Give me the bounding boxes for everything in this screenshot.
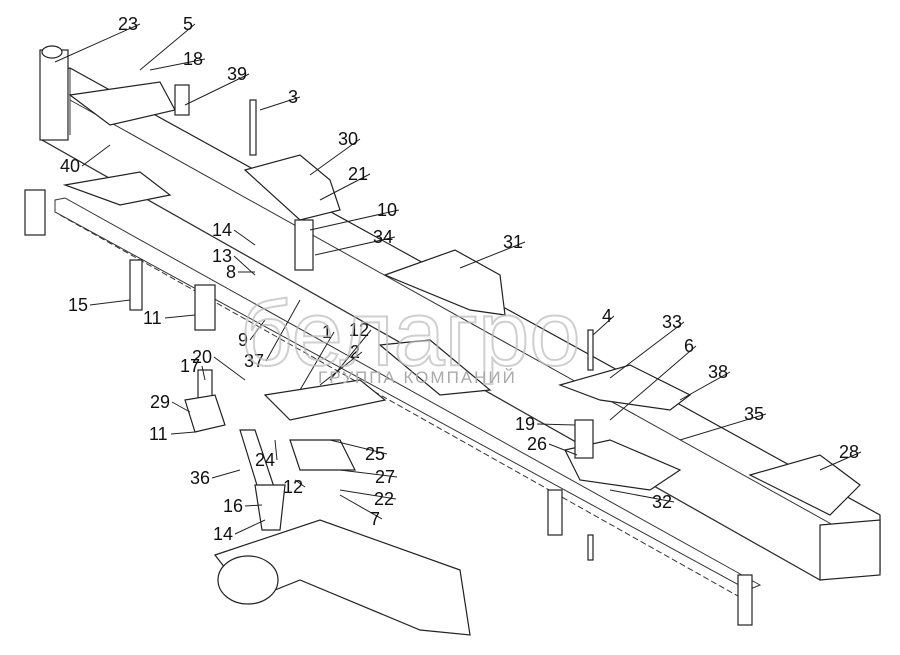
lower-rail bbox=[24, 189, 762, 626]
part-callout-38: 38 bbox=[708, 362, 728, 382]
part-callout-18: 18 bbox=[183, 49, 203, 69]
leader-line bbox=[259, 96, 301, 111]
leader-line bbox=[548, 443, 578, 456]
part-callout-10: 10 bbox=[377, 200, 397, 220]
leader-line bbox=[339, 489, 397, 500]
leader-line bbox=[89, 299, 131, 306]
leader-line bbox=[309, 209, 400, 231]
part-callout-21: 21 bbox=[348, 164, 368, 184]
part-callout-29: 29 bbox=[150, 392, 170, 412]
leader-line bbox=[309, 138, 361, 176]
leader-line bbox=[164, 314, 196, 319]
part-callout-19: 19 bbox=[515, 414, 535, 434]
part-callout-30: 30 bbox=[338, 129, 358, 149]
part-callout-34: 34 bbox=[373, 227, 393, 247]
leader-line bbox=[679, 371, 731, 401]
part-callout-39: 39 bbox=[227, 64, 247, 84]
part-callout-14: 14 bbox=[212, 220, 232, 240]
part-callout-32: 32 bbox=[652, 492, 672, 512]
part-callout-1: 1 bbox=[322, 322, 332, 342]
leader-line bbox=[339, 469, 398, 478]
leader-line bbox=[265, 299, 301, 362]
leader-line bbox=[536, 423, 576, 426]
part-callout-23: 23 bbox=[118, 14, 138, 34]
leader-line bbox=[234, 519, 266, 535]
part-callout-5: 5 bbox=[183, 14, 193, 34]
leader-line bbox=[171, 401, 191, 413]
leader-line bbox=[314, 236, 396, 256]
leader-line bbox=[294, 479, 306, 488]
leader-line bbox=[213, 356, 246, 381]
part-callout-2: 2 bbox=[350, 342, 360, 362]
leader-line bbox=[609, 321, 685, 379]
leader-line bbox=[81, 144, 111, 167]
leader-line bbox=[329, 439, 388, 455]
leader-line bbox=[679, 413, 767, 441]
leader-line bbox=[233, 229, 256, 246]
leader-line bbox=[201, 365, 206, 381]
part-callout-20: 20 bbox=[192, 347, 212, 367]
part-callout-31: 31 bbox=[503, 232, 523, 252]
part-callout-16: 16 bbox=[223, 496, 243, 516]
part-callout-40: 40 bbox=[60, 156, 80, 176]
part-callout-25: 25 bbox=[365, 444, 385, 464]
part-callout-12: 12 bbox=[349, 320, 369, 340]
part-callout-15: 15 bbox=[68, 295, 88, 315]
leader-line bbox=[319, 351, 363, 386]
mounting-plates bbox=[62, 81, 861, 516]
leader-lines bbox=[54, 23, 862, 535]
leader-line bbox=[319, 173, 371, 201]
part-callout-13: 13 bbox=[212, 246, 232, 266]
part-callout-11: 11 bbox=[143, 308, 162, 328]
part-callout-17: 17 bbox=[180, 356, 200, 376]
leader-line bbox=[609, 345, 697, 421]
part-callout-9: 9 bbox=[238, 330, 248, 350]
leader-line bbox=[249, 319, 266, 341]
part-callout-37: 37 bbox=[244, 351, 264, 371]
leader-line bbox=[299, 331, 335, 391]
leader-line bbox=[339, 494, 383, 520]
leader-line bbox=[54, 23, 141, 63]
part-callout-7: 7 bbox=[370, 509, 380, 529]
part-callout-26: 26 bbox=[527, 434, 547, 454]
part-callout-11: 11 bbox=[149, 424, 168, 444]
part-callout-35: 35 bbox=[744, 404, 764, 424]
leader-line bbox=[459, 241, 526, 269]
part-callout-36: 36 bbox=[190, 468, 210, 488]
leader-line bbox=[274, 439, 278, 461]
part-callout-6: 6 bbox=[684, 336, 694, 356]
part-callout-14: 14 bbox=[213, 524, 233, 544]
leader-line bbox=[170, 431, 196, 435]
leader-line bbox=[244, 504, 263, 507]
watermark-logo: белагро ГРУППА КОМПАНИЙ bbox=[239, 282, 582, 387]
leader-line bbox=[819, 451, 862, 471]
fasteners-and-brackets bbox=[129, 84, 594, 636]
leader-line bbox=[609, 489, 675, 503]
leader-line bbox=[592, 315, 615, 336]
part-callout-27: 27 bbox=[375, 467, 395, 487]
watermark-subtitle: ГРУППА КОМПАНИЙ bbox=[318, 368, 517, 387]
part-callout-3: 3 bbox=[288, 87, 298, 107]
leader-line bbox=[149, 58, 206, 71]
part-callout-22: 22 bbox=[374, 489, 394, 509]
leader-line bbox=[184, 73, 250, 106]
leader-line bbox=[139, 23, 196, 71]
part-callout-33: 33 bbox=[662, 312, 682, 332]
part-callout-12: 12 bbox=[283, 477, 303, 497]
part-callout-28: 28 bbox=[839, 442, 859, 462]
part-callout-4: 4 bbox=[602, 306, 612, 326]
part-callout-8: 8 bbox=[226, 262, 236, 282]
part-callout-24: 24 bbox=[255, 450, 275, 470]
watermark-brand: белагро bbox=[240, 283, 581, 385]
leader-line bbox=[211, 469, 241, 479]
